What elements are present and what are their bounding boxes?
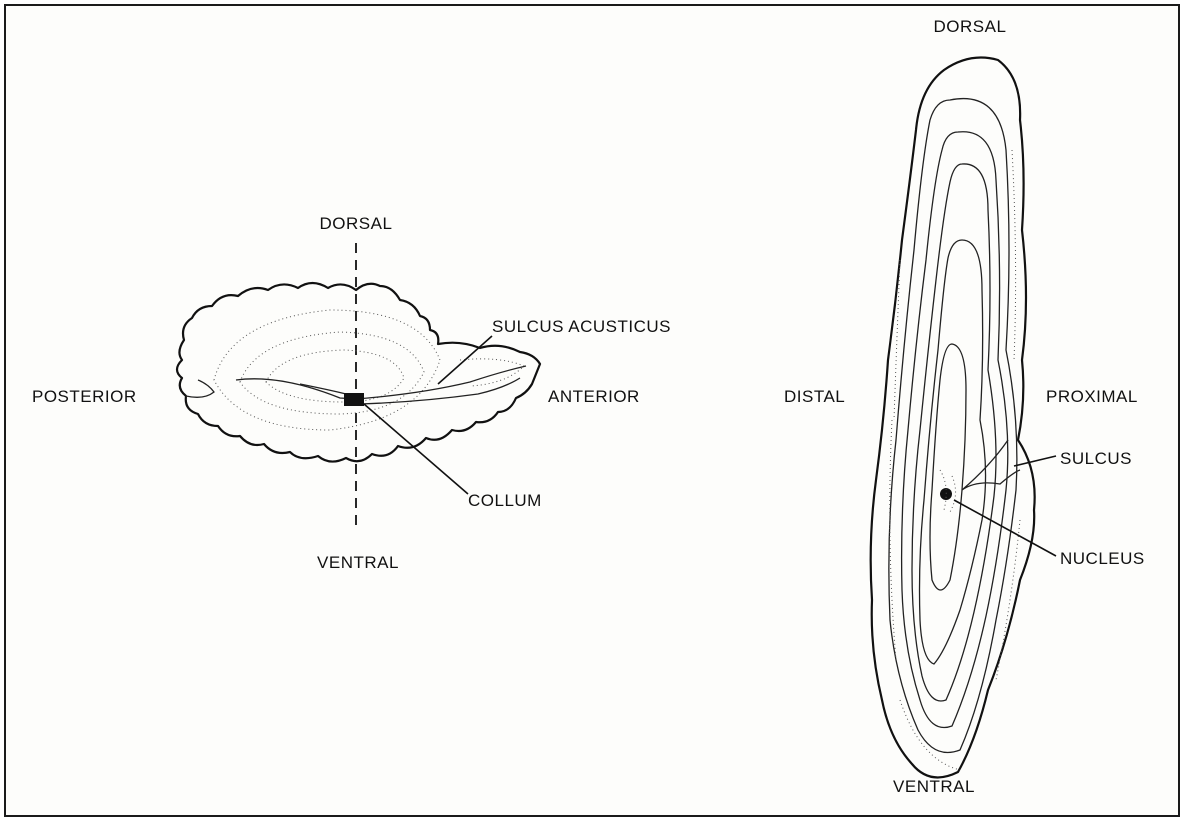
left-otolith	[177, 243, 540, 528]
right-otolith-outline	[871, 58, 1035, 778]
stipple-left	[890, 260, 900, 660]
sulcus-curve	[962, 440, 1020, 490]
collum-leader	[364, 404, 468, 494]
ring-5	[930, 344, 966, 590]
sulcus-label: SULCUS	[1060, 449, 1132, 468]
nucleus-leader	[954, 500, 1056, 556]
nucleus-label: NUCLEUS	[1060, 549, 1145, 568]
left-ventral-label: VENTRAL	[317, 553, 399, 572]
posterior-notch	[186, 380, 214, 397]
proximal-label: PROXIMAL	[1046, 387, 1138, 406]
left-dorsal-label: DORSAL	[320, 214, 393, 233]
sulcus-groove	[236, 366, 526, 399]
ring-4	[920, 240, 986, 664]
sulcus-groove-upper	[300, 384, 346, 394]
collum-block	[344, 393, 364, 406]
growth-zone-1	[214, 310, 440, 430]
posterior-label: POSTERIOR	[32, 387, 137, 406]
left-otolith-outline	[177, 283, 540, 462]
right-otolith	[871, 58, 1056, 778]
sulcus-leader	[1014, 456, 1056, 466]
right-ventral-label: VENTRAL	[893, 777, 975, 796]
anterior-label: ANTERIOR	[548, 387, 640, 406]
distal-label: DISTAL	[784, 387, 845, 406]
ring-2	[902, 132, 1008, 728]
sulcus-acusticus-label: SULCUS ACUSTICUS	[492, 317, 671, 336]
right-dorsal-label: DORSAL	[934, 17, 1007, 36]
collum-label: COLLUM	[468, 491, 542, 510]
growth-zone-3	[266, 350, 404, 402]
